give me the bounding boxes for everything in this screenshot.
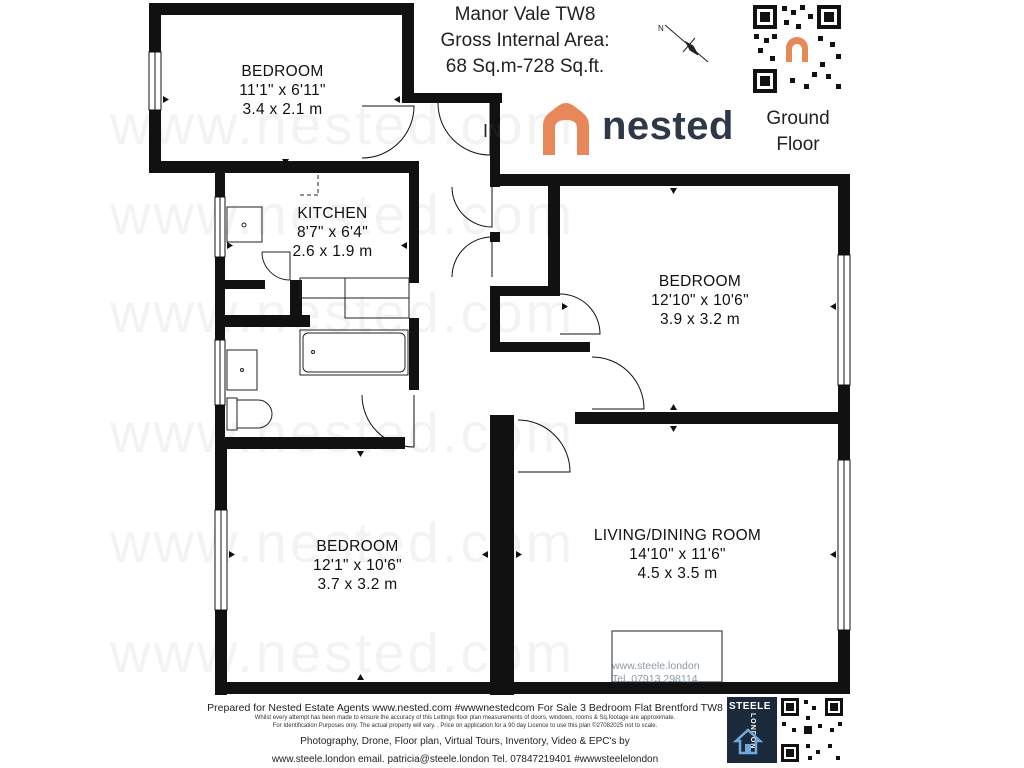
fixtures (226, 175, 723, 683)
steele-logo-top: STEELE (729, 701, 771, 712)
footer-credits: Prepared for Nested Estate Agents www.ne… (200, 702, 730, 766)
footer-line-2: Whilst every attempt has been made to en… (254, 715, 676, 721)
room-size-imperial: 11'1" x 6'11" (239, 82, 326, 99)
footer-line-4: Photography, Drone, Floor plan, Virtual … (300, 736, 630, 747)
floor-label: Ground Floor (748, 106, 848, 158)
house-logo-icon (543, 103, 589, 155)
room-size-metric: 3.4 x 2.1 m (242, 101, 323, 118)
room-label-bedroom-top: BEDROOM 11'1" x 6'11" 3.4 x 2.1 m (200, 62, 365, 119)
title-line-3: 68 Sq.m-728 Sq.ft. (445, 56, 605, 77)
footer-line-3: For Identification Purposes only. The ac… (272, 722, 658, 729)
stamp-site: www.steele.london (612, 660, 700, 672)
room-size-imperial: 8'7" x 6'4" (296, 224, 369, 241)
compass-icon: N (658, 24, 709, 63)
room-label-kitchen: KITCHEN 8'7" x 6'4" 2.6 x 1.9 m (250, 204, 415, 261)
room-label-living-dining: LIVING/DINING ROOM 14'10" x 11'6" 4.5 x … (570, 526, 785, 583)
footer-line-1: Prepared for Nested Estate Agents www.ne… (207, 702, 723, 714)
room-size-imperial: 14'10" x 11'6" (629, 546, 726, 563)
title-line-1: Manor Vale TW8 (454, 4, 596, 25)
property-title: Manor Vale TW8 Gross Internal Area: 68 S… (420, 2, 630, 80)
dimension-markers (163, 9, 836, 680)
room-name: BEDROOM (316, 538, 399, 555)
windows (148, 51, 851, 631)
room-size-metric: 2.6 x 1.9 m (292, 243, 373, 260)
stamp-tel: Tel. 07913 298114 (612, 673, 698, 685)
watermark-stamp: www.steele.london Tel. 07913 298114 (612, 660, 722, 686)
room-name: KITCHEN (297, 205, 368, 222)
qr-code-icon (780, 697, 844, 763)
room-name: LIVING/DINING ROOM (593, 527, 762, 544)
footer-line-5: www.steele.london email. patricia@steele… (271, 754, 659, 765)
room-size-metric: 4.5 x 3.5 m (637, 565, 718, 582)
room-name: BEDROOM (658, 273, 742, 290)
room-label-bedroom-right: BEDROOM 12'10" x 10'6" 3.9 x 3.2 m (610, 272, 790, 329)
house-icon (733, 728, 763, 755)
steele-logo-side: LONDON (749, 713, 756, 750)
floor-label-line-1: Ground (766, 108, 830, 129)
entrance-label: IN (483, 121, 501, 141)
svg-text:N: N (658, 24, 664, 33)
room-size-metric: 3.9 x 3.2 m (660, 311, 740, 328)
room-label-bedroom-bottom: BEDROOM 12'1" x 10'6" 3.7 x 3.2 m (275, 537, 440, 594)
qr-code-icon (752, 4, 842, 94)
room-size-imperial: 12'10" x 10'6" (651, 292, 749, 309)
floor-label-line-2: Floor (776, 134, 820, 155)
title-line-2: Gross Internal Area: (440, 30, 610, 51)
room-size-metric: 3.7 x 3.2 m (317, 576, 398, 593)
room-size-imperial: 12'1" x 10'6" (313, 557, 402, 574)
steele-london-logo: STEELE LONDON (727, 697, 777, 763)
door-swings (361, 102, 645, 473)
brand-name: nested (602, 104, 734, 148)
room-name: BEDROOM (241, 63, 324, 80)
